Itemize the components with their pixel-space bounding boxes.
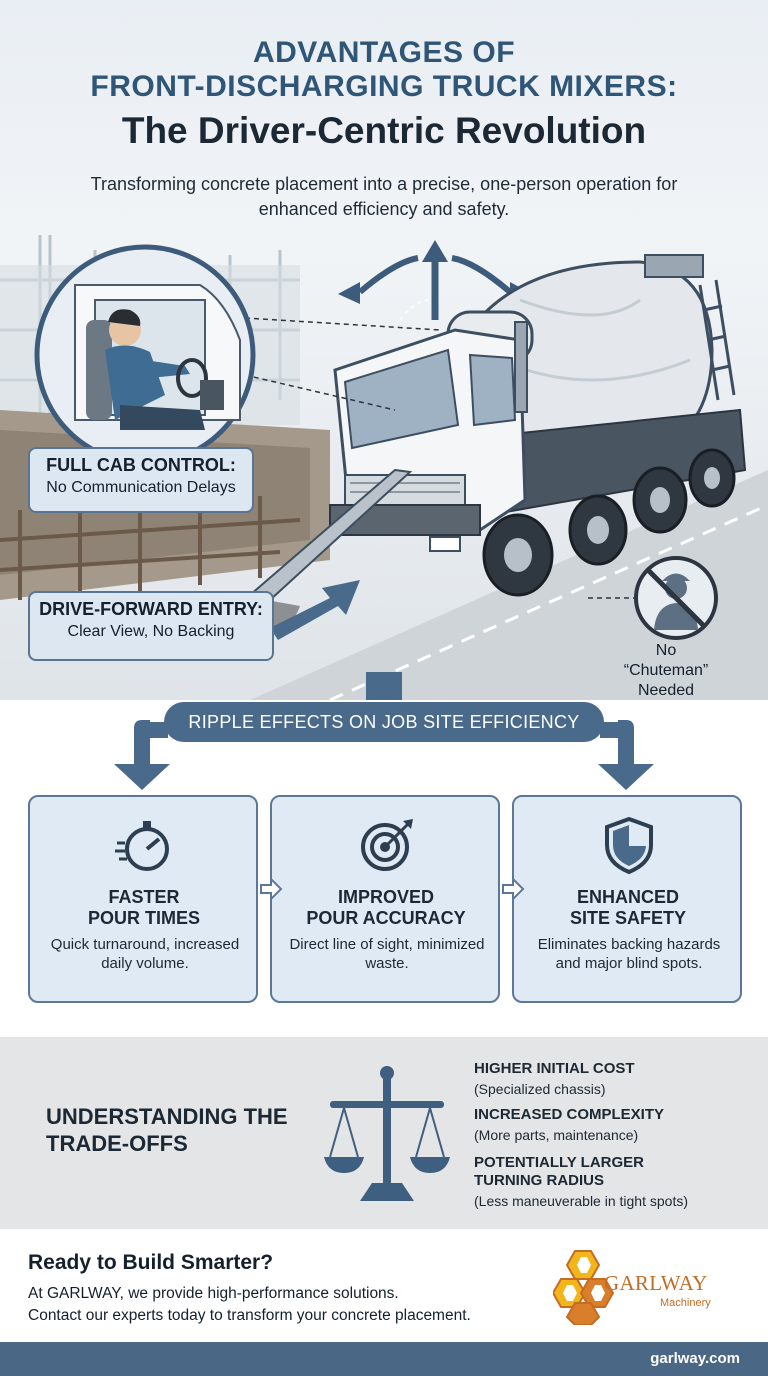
- benefit-title-line-2: SITE SAFETY: [569, 908, 686, 928]
- tradeoff-item: HIGHER INITIAL COST (Specialized chassis…: [474, 1060, 764, 1098]
- drive-callout-heading: DRIVE-FORWARD ENTRY:: [39, 599, 263, 619]
- chevron-right-icon: [502, 876, 525, 902]
- tradeoffs-section: UNDERSTANDING THE TRADE-OFFS HIGHER INIT…: [0, 1037, 768, 1229]
- no-chuteman-label: No “Chuteman” Needed: [623, 642, 709, 699]
- cta-section: Ready to Build Smarter? At GARLWAY, we p…: [0, 1229, 768, 1342]
- tradeoff-detail: (Less maneuverable in tight spots): [474, 1193, 688, 1209]
- title-line-3: The Driver-Centric Revolution: [121, 110, 647, 151]
- footer-bar: garlway.com: [0, 1342, 768, 1376]
- cab-control-callout: FULL CAB CONTROL: No Communication Delay…: [28, 447, 254, 513]
- shield-icon: [605, 816, 653, 875]
- callout-pointers: [244, 317, 650, 599]
- hero-section: ADVANTAGES OF FRONT-DISCHARGING TRUCK MI…: [0, 0, 768, 700]
- chevron-right-icon: [260, 876, 283, 902]
- drive-forward-arrow: [270, 580, 360, 640]
- tradeoff-heading: INCREASED COMPLEXITY: [474, 1106, 665, 1123]
- mixer-truck-illustration: [247, 254, 747, 632]
- garlway-logo-icon: [553, 1250, 615, 1325]
- no-worker-icon: [634, 556, 718, 640]
- tradeoff-detail: (More parts, maintenance): [474, 1127, 639, 1143]
- ripple-effects-banner: RIPPLE EFFECTS ON JOB SITE EFFICIENCY: [164, 702, 604, 742]
- cta-title: Ready to Build Smarter?: [28, 1251, 274, 1274]
- ripple-arrows: [114, 720, 654, 790]
- drive-forward-callout: DRIVE-FORWARD ENTRY: Clear View, No Back…: [28, 591, 274, 661]
- benefit-description: Eliminates backing hazards and major bli…: [537, 936, 721, 972]
- cta-line-2: Contact our experts today to transform y…: [28, 1307, 471, 1324]
- drive-callout-body: Clear View, No Backing: [67, 623, 235, 640]
- benefit-card-faster: FASTER POUR TIMES Quick turnaround, incr…: [28, 795, 258, 1003]
- tradeoff-heading: HIGHER INITIAL COST: [474, 1060, 635, 1077]
- cta-line-1: At GARLWAY, we provide high-performance …: [28, 1285, 399, 1302]
- tradeoff-heading: POTENTIALLY LARGER TURNING RADIUS: [474, 1154, 645, 1189]
- tradeoff-item: INCREASED COMPLEXITY (More parts, mainte…: [474, 1106, 764, 1144]
- benefit-title-line-1: ENHANCED: [576, 887, 679, 907]
- stopwatch-icon: [115, 821, 169, 871]
- logo-subtitle: Machinery: [660, 1297, 711, 1309]
- benefit-title: FASTER POUR TIMES: [36, 887, 252, 929]
- ripple-bracket-arrows: [366, 672, 402, 700]
- title-line-2: FRONT-DISCHARGING TRUCK MIXERS:: [90, 70, 678, 103]
- scales-icon: [324, 1066, 450, 1201]
- tradeoff-item-detail: (Less maneuverable in tight spots): [474, 1190, 764, 1210]
- cab-callout-heading: FULL CAB CONTROL:: [46, 455, 236, 475]
- benefit-title: ENHANCED SITE SAFETY: [520, 887, 736, 929]
- benefit-description: Quick turnaround, increased daily volume…: [50, 936, 240, 972]
- title-line-1: ADVANTAGES OF: [252, 36, 516, 69]
- benefit-title-line-1: IMPROVED: [337, 887, 434, 907]
- logo-name: GARLWAY: [604, 1271, 708, 1295]
- benefit-description: Direct line of sight, minimized waste.: [289, 936, 485, 972]
- benefit-card-accuracy: IMPROVED POUR ACCURACY Direct line of si…: [270, 795, 500, 1003]
- subtitle: Transforming concrete placement into a p…: [90, 174, 678, 219]
- tradeoffs-title: UNDERSTANDING THE TRADE-OFFS: [46, 1104, 288, 1156]
- cab-callout-body: No Communication Delays: [46, 479, 236, 496]
- tradeoff-item: POTENTIALLY LARGER TURNING RADIUS: [474, 1154, 674, 1190]
- benefit-title-line-2: POUR ACCURACY: [306, 908, 466, 928]
- tradeoff-detail: (Specialized chassis): [474, 1081, 606, 1097]
- benefit-card-safety: ENHANCED SITE SAFETY Eliminates backing …: [512, 795, 742, 1003]
- benefit-title-line-1: FASTER: [108, 887, 180, 907]
- footer-url-link[interactable]: garlway.com: [650, 1350, 740, 1367]
- benefit-title: IMPROVED POUR ACCURACY: [278, 887, 494, 929]
- driver-cab-illustration: [34, 244, 256, 466]
- target-icon: [361, 819, 413, 871]
- benefit-title-line-2: POUR TIMES: [87, 908, 200, 928]
- formwork: [0, 496, 301, 600]
